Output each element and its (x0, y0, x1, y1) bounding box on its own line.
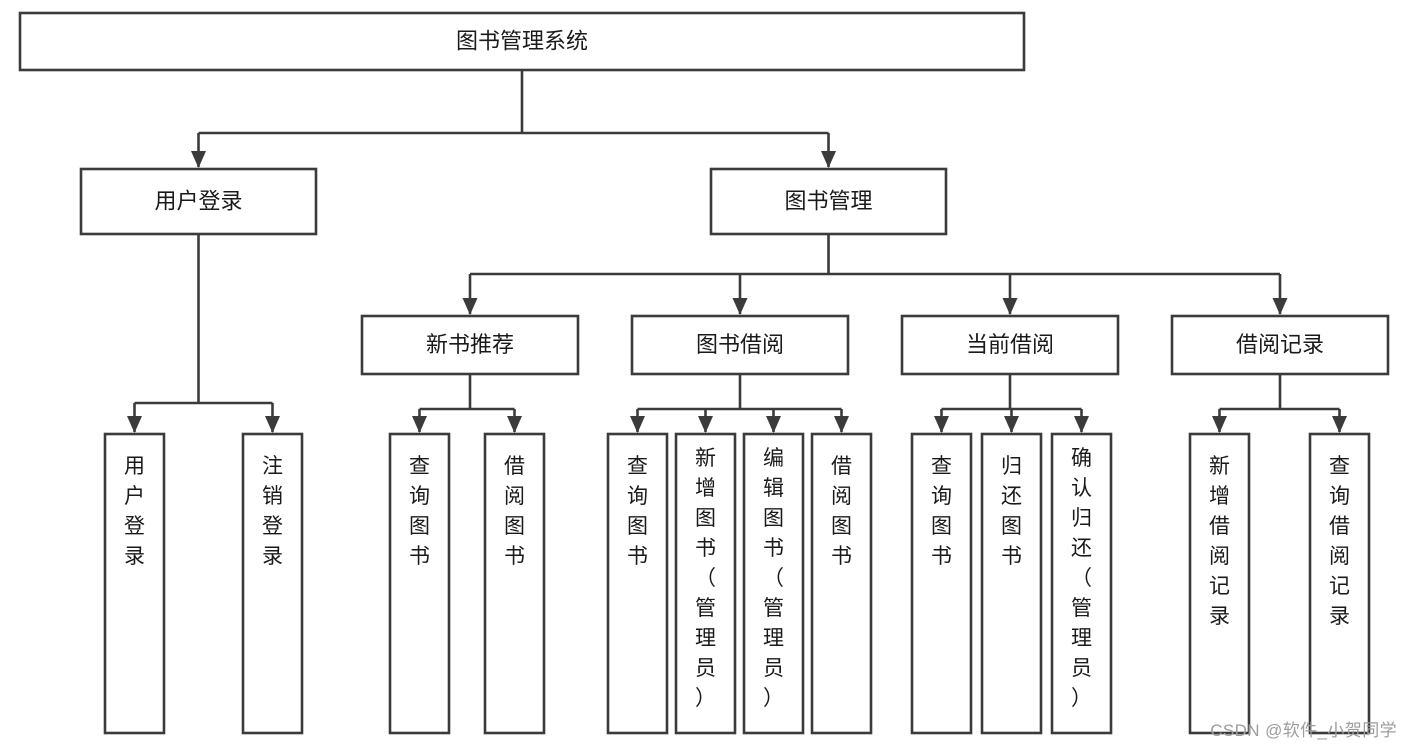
connectors-layer (127, 70, 1347, 433)
node-label: 查询图书 (627, 455, 648, 568)
node-box[interactable] (630, 314, 850, 376)
level2-node-1[interactable]: 新书推荐 (360, 314, 580, 376)
node-box[interactable] (388, 432, 451, 735)
node-label: 查询图书 (409, 455, 430, 568)
node-box[interactable] (18, 11, 1026, 72)
arrow-head-icon (630, 416, 645, 433)
node-box[interactable] (910, 432, 973, 735)
node-box[interactable] (674, 432, 737, 735)
node-box[interactable] (810, 432, 873, 735)
node-box[interactable] (483, 432, 546, 735)
leaf-node-7[interactable]: 编辑图书（管理员） (742, 432, 805, 735)
leaf-node-13[interactable]: 查询借阅记录 (1308, 432, 1371, 735)
arrow-head-icon (191, 151, 206, 168)
level1-node-2[interactable]: 图书管理 (709, 167, 948, 236)
node-label: 确认归还（管理员） (1071, 447, 1092, 710)
node-label: 归还图书 (1001, 455, 1022, 568)
node-label: 新增借阅记录 (1209, 455, 1230, 628)
leaf-node-2[interactable]: 注销登录 (241, 432, 304, 735)
arrow-head-icon (934, 416, 949, 433)
arrow-head-icon (127, 416, 142, 433)
node-label: 新增图书（管理员） (695, 447, 716, 710)
node-box[interactable] (1050, 432, 1113, 735)
node-box[interactable] (709, 167, 948, 236)
arrow-head-icon (1004, 416, 1019, 433)
node-label: 用户登录 (124, 455, 145, 568)
leaf-node-1[interactable]: 用户登录 (103, 432, 166, 735)
node-box[interactable] (606, 432, 669, 735)
node-label: 当前借阅 (966, 332, 1054, 357)
arrow-head-icon (1212, 416, 1227, 433)
leaf-node-11[interactable]: 确认归还（管理员） (1050, 432, 1113, 735)
arrow-head-icon (1272, 298, 1288, 315)
node-label: 查询图书 (931, 455, 952, 568)
node-label: 借阅图书 (831, 455, 852, 568)
arrow-head-icon (834, 416, 849, 433)
arrow-head-icon (1074, 416, 1089, 433)
arrow-head-icon (462, 298, 478, 315)
node-label: 图书管理系统 (456, 28, 588, 53)
leaf-node-12[interactable]: 新增借阅记录 (1188, 432, 1251, 735)
leaf-node-5[interactable]: 查询图书 (606, 432, 669, 735)
level1-node-1[interactable]: 用户登录 (79, 167, 318, 236)
node-box[interactable] (1188, 432, 1251, 735)
node-label: 编辑图书（管理员） (763, 447, 784, 710)
level2-node-4[interactable]: 借阅记录 (1170, 314, 1390, 376)
root-node-book-management-system[interactable]: 图书管理系统 (18, 11, 1026, 72)
node-label: 用户登录 (154, 188, 242, 213)
arrow-head-icon (821, 151, 836, 168)
nodes-layer: 图书管理系统用户登录图书管理新书推荐图书借阅当前借阅借阅记录用户登录注销登录查询… (18, 11, 1390, 735)
node-box[interactable] (1308, 432, 1371, 735)
arrow-head-icon (412, 416, 427, 433)
node-label: 查询借阅记录 (1329, 455, 1350, 628)
node-box[interactable] (360, 314, 580, 376)
arrow-head-icon (1332, 416, 1347, 433)
leaf-node-8[interactable]: 借阅图书 (810, 432, 873, 735)
node-box[interactable] (79, 167, 318, 236)
node-box[interactable] (103, 432, 166, 735)
arrow-head-icon (265, 416, 280, 433)
arrow-head-icon (732, 298, 748, 315)
node-box[interactable] (900, 314, 1120, 376)
node-label: 图书管理 (784, 188, 872, 213)
node-label: 借阅图书 (504, 455, 525, 568)
leaf-node-3[interactable]: 查询图书 (388, 432, 451, 735)
leaf-node-10[interactable]: 归还图书 (980, 432, 1043, 735)
leaf-node-6[interactable]: 新增图书（管理员） (674, 432, 737, 735)
leaf-node-9[interactable]: 查询图书 (910, 432, 973, 735)
arrow-head-icon (766, 416, 781, 433)
node-label: 借阅记录 (1236, 332, 1324, 357)
node-label: 注销登录 (262, 455, 283, 568)
node-box[interactable] (241, 432, 304, 735)
arrow-head-icon (507, 416, 522, 433)
node-box[interactable] (980, 432, 1043, 735)
level2-node-3[interactable]: 当前借阅 (900, 314, 1120, 376)
node-label: 图书借阅 (696, 332, 784, 357)
level2-node-2[interactable]: 图书借阅 (630, 314, 850, 376)
node-box[interactable] (1170, 314, 1390, 376)
node-box[interactable] (742, 432, 805, 735)
arrow-head-icon (698, 416, 713, 433)
arrow-head-icon (1002, 298, 1018, 315)
node-label: 新书推荐 (426, 332, 514, 357)
leaf-node-4[interactable]: 借阅图书 (483, 432, 546, 735)
